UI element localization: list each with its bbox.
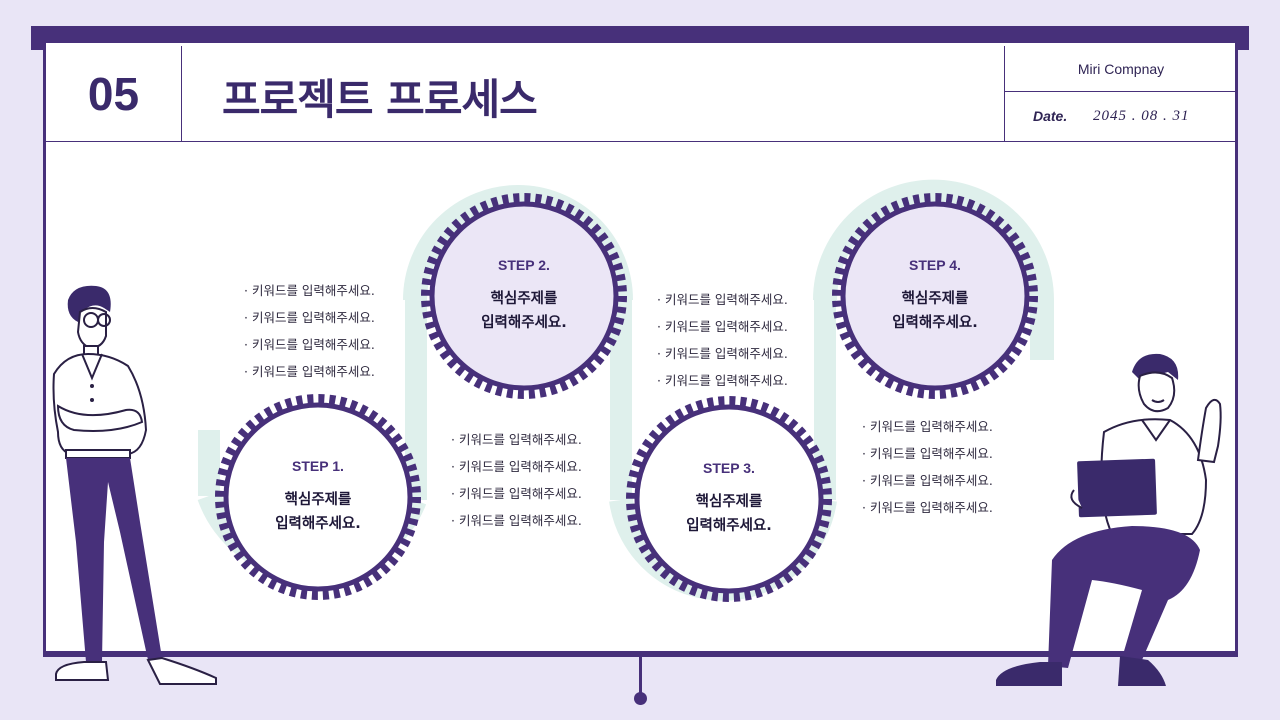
gear-ring-4 — [840, 201, 1030, 391]
keyword-item: 키워드를 입력해주세요. — [862, 440, 993, 467]
keyword-list-3: 키워드를 입력해주세요. 키워드를 입력해주세요. 키워드를 입력해주세요. 키… — [657, 286, 788, 394]
keyword-item: 키워드를 입력해주세요. — [862, 494, 993, 521]
man-crossed-arms-icon — [52, 285, 217, 685]
keyword-item: 키워드를 입력해주세요. — [451, 426, 582, 453]
keyword-item: 키워드를 입력해주세요. — [657, 286, 788, 313]
date-label: Date. — [1033, 108, 1068, 124]
step-3-circle: STEP 3. 핵심주제를 입력해주세요. — [640, 410, 818, 588]
step-3-label: STEP 3. — [703, 460, 755, 476]
board-stand — [639, 656, 642, 698]
keyword-item: 키워드를 입력해주세요. — [451, 480, 582, 507]
keyword-item: 키워드를 입력해주세요. — [451, 453, 582, 480]
gear-teeth-1 — [215, 394, 421, 600]
keyword-list-4: 키워드를 입력해주세요. 키워드를 입력해주세요. 키워드를 입력해주세요. 키… — [862, 413, 993, 521]
date-value: 2045 . 08 . 31 — [1093, 108, 1190, 124]
keyword-item: 키워드를 입력해주세요. — [862, 467, 993, 494]
board-stand-foot — [634, 692, 647, 705]
gear-teeth-2 — [421, 193, 627, 399]
keyword-item: 키워드를 입력해주세요. — [657, 367, 788, 394]
keyword-item: 키워드를 입력해주세요. — [244, 304, 375, 331]
step-3-line2: 입력해주세요. — [686, 518, 772, 534]
step-1-line1: 핵심주제를 — [284, 492, 352, 508]
company-name: Miri Compnay — [1005, 46, 1237, 92]
board-bottom-edge — [43, 651, 1238, 657]
keyword-item: 키워드를 입력해주세요. — [862, 413, 993, 440]
step-3-line1: 핵심주제를 — [695, 494, 763, 510]
step-4-line1: 핵심주제를 — [901, 291, 969, 307]
keyword-item: 키워드를 입력해주세요. — [451, 507, 582, 534]
keyword-item: 키워드를 입력해주세요. — [657, 340, 788, 367]
step-4-line2: 입력해주세요. — [892, 315, 978, 331]
step-1-circle: STEP 1. 핵심주제를 입력해주세요. — [229, 408, 407, 586]
keyword-item: 키워드를 입력해주세요. — [244, 277, 375, 304]
step-4-circle: STEP 4. 핵심주제를 입력해주세요. — [846, 207, 1024, 385]
keyword-item: 키워드를 입력해주세요. — [657, 313, 788, 340]
meta-box: Miri Compnay Date. 2045 . 08 . 31 — [1004, 46, 1237, 141]
step-1-label: STEP 1. — [292, 458, 344, 474]
header: 05 프로젝트 프로세스 Miri Compnay Date. 2045 . 0… — [46, 46, 1237, 142]
keyword-item: 키워드를 입력해주세요. — [244, 331, 375, 358]
section-number: 05 — [46, 46, 182, 141]
step-2-line1: 핵심주제를 — [490, 291, 558, 307]
gear-ring-2 — [429, 201, 619, 391]
page-title: 프로젝트 프로세스 — [222, 75, 538, 124]
gear-ring-3 — [634, 404, 824, 594]
keyword-list-1: 키워드를 입력해주세요. 키워드를 입력해주세요. 키워드를 입력해주세요. 키… — [244, 277, 375, 385]
gear-teeth-4 — [832, 193, 1038, 399]
keyword-list-2: 키워드를 입력해주세요. 키워드를 입력해주세요. 키워드를 입력해주세요. 키… — [451, 426, 582, 534]
step-2-line2: 입력해주세요. — [481, 315, 567, 331]
man-with-tablet-icon — [996, 353, 1222, 686]
step-4-label: STEP 4. — [909, 257, 961, 273]
gear-ring-1 — [223, 402, 413, 592]
step-2-label: STEP 2. — [498, 257, 550, 273]
step-1-line2: 입력해주세요. — [275, 516, 361, 532]
keyword-item: 키워드를 입력해주세요. — [244, 358, 375, 385]
gear-teeth-3 — [626, 396, 832, 602]
step-2-circle: STEP 2. 핵심주제를 입력해주세요. — [435, 207, 613, 385]
